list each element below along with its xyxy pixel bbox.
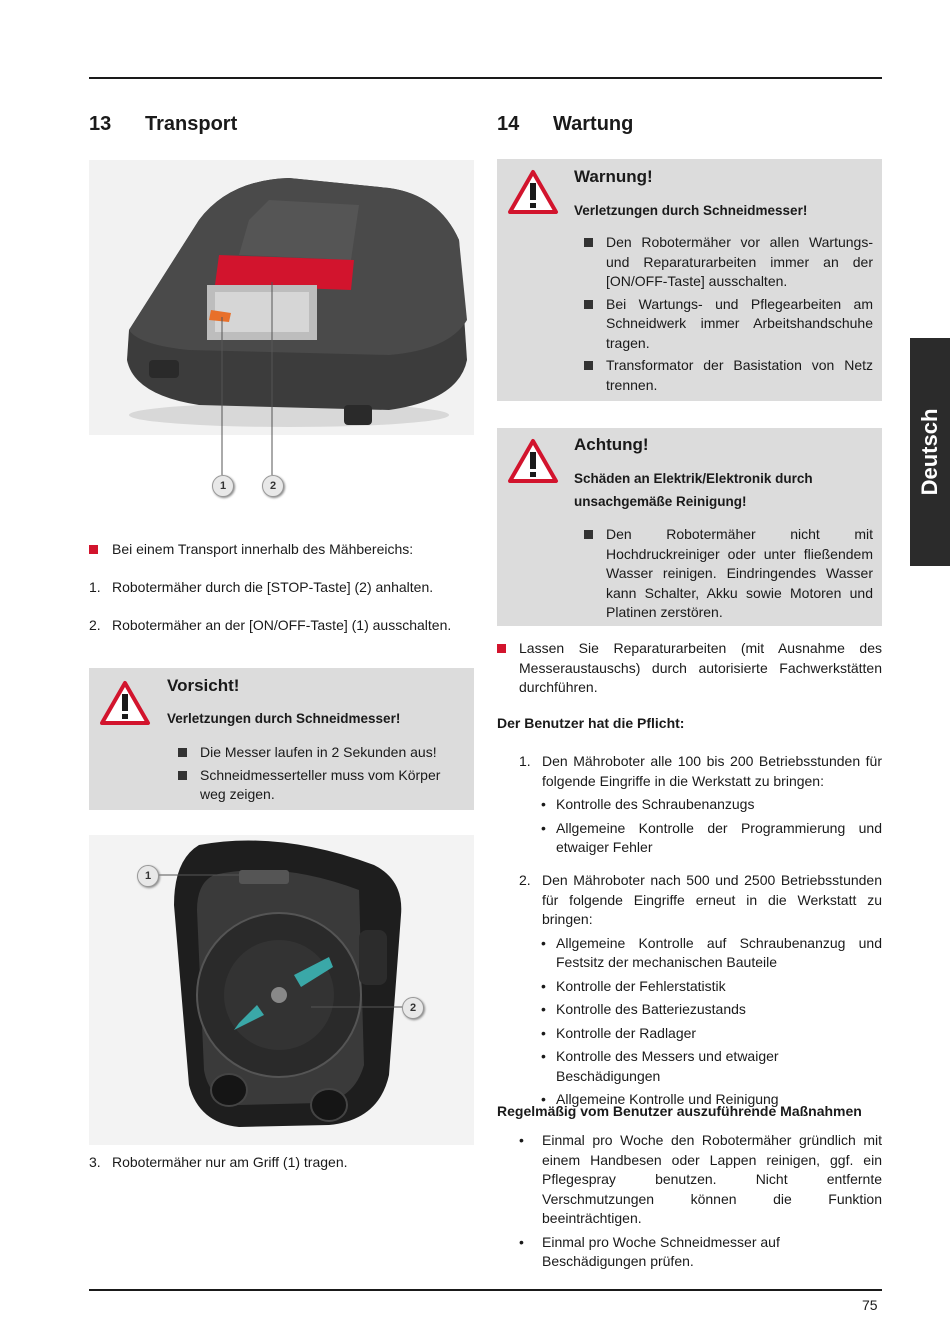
attention-subtitle: Schäden an Elektrik/Elektronik durch uns… (574, 471, 813, 509)
list-item: Kontrolle des Schraubenanzugs (541, 795, 882, 815)
list-item: Schneidmesserteller muss vom Körper weg … (178, 766, 468, 805)
warning-subtitle: Verletzungen durch Schneidmesser! (574, 203, 808, 218)
repair-note-text: Lassen Sie Reparaturarbeiten (mit Ausnah… (519, 640, 882, 695)
figure1-callout-2: 2 (262, 475, 284, 497)
list-item: Kontrolle der Fehlerstatistik (541, 977, 882, 997)
step-number: 1. (89, 579, 101, 595)
warning-list: Den Robotermäher vor allen Wartungs- und… (584, 233, 873, 398)
list-item: Den Robotermäher vor allen Wartungs- und… (584, 233, 873, 292)
bottom-rule (89, 1289, 882, 1291)
mower-underside-illustration (89, 835, 474, 1145)
language-side-tab: Deutsch (910, 338, 950, 566)
warning-box: Warnung! Verletzungen durch Schneidmesse… (497, 159, 882, 401)
square-bullet-icon (584, 299, 593, 309)
list-item: Allgemeine Kontrolle der Programmierung … (541, 819, 882, 858)
section-heading-transport: 13 Transport (89, 113, 237, 136)
warning-triangle-icon (508, 439, 558, 483)
step-text: Robotermäher an der [ON/OFF-Taste] (1) a… (112, 617, 452, 633)
duty-item-1: 1. Den Mähroboter alle 100 bis 200 Betri… (519, 752, 882, 862)
attention-list: Den Robotermäher nicht mit Hochdruckrein… (584, 525, 873, 626)
square-bullet-icon (178, 770, 187, 780)
step-text: Robotermäher nur am Griff (1) tragen. (112, 1154, 348, 1170)
attention-box: Achtung! Schäden an Elektrik/Elektronik … (497, 428, 882, 626)
red-bullet-icon (89, 545, 98, 554)
step-number: 3. (89, 1154, 101, 1170)
section-title: Wartung (553, 113, 634, 135)
list-item: Kontrolle des Batteriezustands (541, 1000, 882, 1020)
list-item: Den Robotermäher nicht mit Hochdruckrein… (584, 525, 873, 623)
top-rule (89, 77, 882, 79)
section-heading-wartung: 14 Wartung (497, 113, 633, 136)
duty-text: Den Mähroboter alle 100 bis 200 Betriebs… (542, 753, 882, 789)
list-item: Kontrolle des Messers und etwaiger Besch… (541, 1047, 882, 1086)
duty-2-sublist: Allgemeine Kontrolle auf Schraubenanzug … (541, 934, 882, 1110)
page-number: 75 (862, 1297, 878, 1313)
duty-number: 2. (519, 872, 531, 888)
duty-heading: Der Benutzer hat die Pflicht: (497, 715, 685, 731)
mower-top-figure: 1 2 (89, 160, 474, 500)
list-item: Allgemeine Kontrolle auf Schraubenanzug … (541, 934, 882, 973)
list-item: Die Messer laufen in 2 Sekunden aus! (178, 743, 468, 763)
transport-intro-text: Bei einem Transport innerhalb des Mähber… (112, 541, 414, 557)
figure2-callout-2: 2 (402, 997, 424, 1019)
caution-title: Vorsicht! (167, 676, 240, 695)
warning-triangle-icon (100, 681, 150, 725)
caution-box: Vorsicht! Verletzungen durch Schneidmess… (89, 668, 474, 810)
mower-underside-figure: 1 2 (89, 835, 474, 1145)
attention-title: Achtung! (574, 435, 649, 454)
repair-note: Lassen Sie Reparaturarbeiten (mit Ausnah… (497, 639, 882, 698)
warning-title: Warnung! (574, 167, 653, 186)
step-text: Robotermäher durch die [STOP-Taste] (2) … (112, 579, 434, 595)
regular-list: Einmal pro Woche den Robotermäher gründl… (519, 1131, 882, 1276)
red-bullet-icon (497, 644, 506, 653)
square-bullet-icon (584, 530, 593, 539)
caution-list: Die Messer laufen in 2 Sekunden aus! Sch… (178, 743, 468, 808)
side-tab-label: Deutsch (917, 408, 942, 496)
list-item: Einmal pro Woche Schneidmesser auf Besch… (519, 1233, 882, 1272)
section-title: Transport (145, 113, 238, 135)
duty-text: Den Mähroboter nach 500 und 2500 Betrieb… (542, 872, 882, 927)
figure1-callout-1: 1 (212, 475, 234, 497)
list-item: Allgemeine Kontrolle und Reinigung (541, 1090, 882, 1110)
step-number: 2. (89, 617, 101, 633)
list-item: Bei Wartungs- und Pflegearbeiten am Schn… (584, 295, 873, 354)
list-item: Einmal pro Woche den Robotermäher gründl… (519, 1131, 882, 1229)
list-item: Transformator der Basistation von Netz t… (584, 356, 873, 395)
mower-top-illustration (89, 160, 474, 475)
square-bullet-icon (584, 238, 593, 247)
duty-item-2: 2. Den Mähroboter nach 500 und 2500 Betr… (519, 871, 882, 1114)
square-bullet-icon (584, 361, 593, 370)
warning-triangle-icon (508, 170, 558, 214)
regular-heading: Regelmäßig vom Benutzer auszuführende Ma… (497, 1103, 862, 1119)
section-number: 13 (89, 113, 112, 135)
figure2-callout-1: 1 (137, 865, 159, 887)
section-number: 14 (497, 113, 520, 135)
duty-number: 1. (519, 753, 531, 769)
list-item: Kontrolle der Radlager (541, 1024, 882, 1044)
caution-subtitle: Verletzungen durch Schneidmesser! (167, 711, 401, 726)
square-bullet-icon (178, 748, 187, 757)
duty-1-sublist: Kontrolle des Schraubenanzugs Allgemeine… (541, 795, 882, 858)
